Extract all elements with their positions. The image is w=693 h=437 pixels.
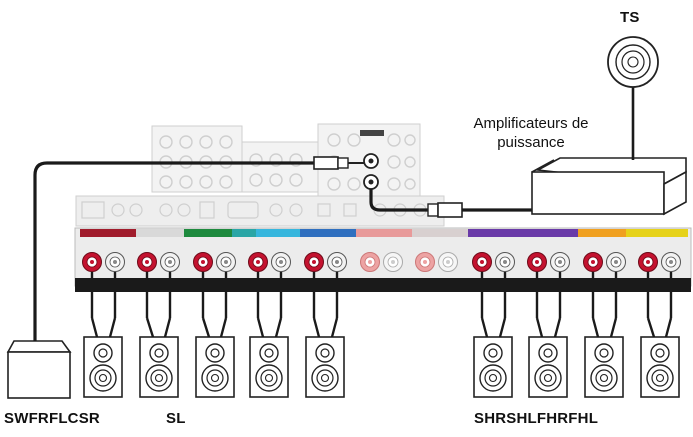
speaker-icon	[305, 336, 345, 398]
amplifier-label: Amplificateurs de puissance	[456, 114, 606, 152]
speaker-row	[83, 336, 680, 398]
speaker-icon	[195, 336, 235, 398]
speaker-icon	[473, 336, 513, 398]
amplifier-cable	[369, 189, 532, 218]
speaker-icon	[83, 336, 123, 398]
speaker-icon	[640, 336, 680, 398]
amplifier-label-line1: Amplificateurs de	[473, 115, 589, 132]
speaker-icon	[139, 336, 179, 398]
ceiling-speaker-icon	[607, 36, 659, 88]
ts-label: TS	[620, 9, 640, 26]
subwoofer-cable	[33, 156, 364, 341]
preout-sockets	[363, 153, 379, 190]
bottom-left-label: SWFRFLCSR	[4, 410, 100, 427]
bottom-mid-label: SL	[166, 410, 186, 427]
bottom-right-label: SHRSHLFHRFHL	[474, 410, 599, 427]
speaker-icon	[584, 336, 624, 398]
speaker-wires	[90, 272, 673, 318]
speaker-icon	[528, 336, 568, 398]
speaker-icon	[249, 336, 289, 398]
power-amplifier-icon	[531, 157, 687, 216]
subwoofer-icon	[6, 340, 72, 399]
amplifier-label-line2: puissance	[497, 134, 565, 151]
speaker-terminal-board	[74, 227, 692, 292]
